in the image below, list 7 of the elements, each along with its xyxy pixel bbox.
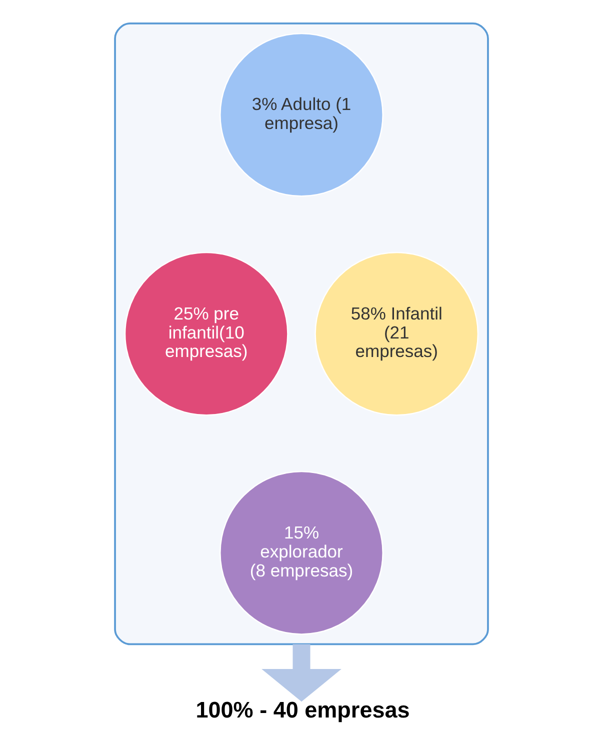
node-circle: 25% pre infantil(10 empresas) — [124, 252, 288, 416]
arrow — [262, 644, 342, 702]
node-circle: 15% explorador (8 empresas) — [220, 470, 384, 635]
node-circle: 58% Infantil (21 empresas) — [314, 252, 479, 416]
node-circle: 3% Adulto (1 empresa) — [220, 32, 384, 197]
node-text: 100% - 40 empresas — [196, 697, 410, 722]
cluster — [114, 22, 489, 646]
